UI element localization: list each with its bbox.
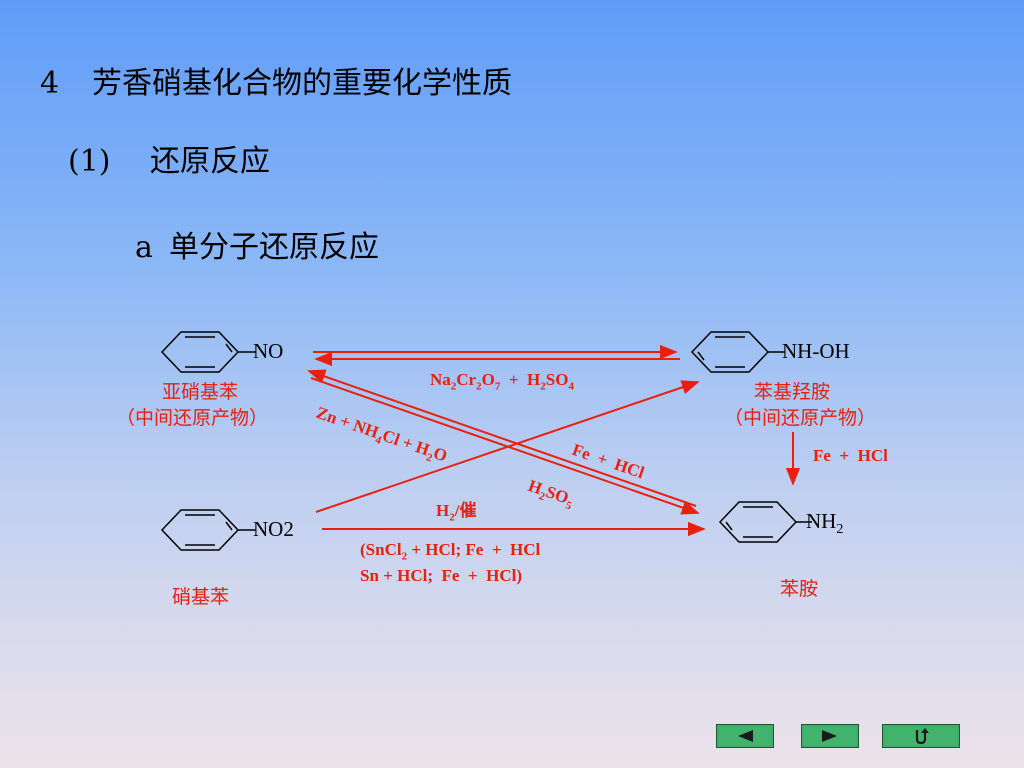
return-arrow-icon <box>915 728 929 745</box>
arrow-nitro-to-hydroxylamine <box>315 380 700 513</box>
condition-reductants-line2: Sn + HCl; Fe + HCl) <box>360 566 522 585</box>
subsection-title: (1) 还原反应 <box>68 136 270 180</box>
condition-reductants-line1: (SnCl2 + HCl; Fe + HCl <box>360 540 541 563</box>
nitrosobenzene-note: （中间还原产物） <box>116 407 269 429</box>
aniline-name: 苯胺 <box>780 578 819 600</box>
nitroso-group-label: NO <box>253 339 284 363</box>
benzene-ring-nitroso <box>160 331 256 373</box>
next-triangle-icon <box>822 730 837 742</box>
condition-fe-hcl-vertical: Fe + HCl <box>813 446 888 465</box>
benzene-ring-nitro <box>160 509 256 551</box>
hydroxylamine-group-label: NH-OH <box>782 339 850 363</box>
section-title-text: 芳香硝基化合物的重要化学性质 <box>92 66 512 101</box>
nitrobenzene-name: 硝基苯 <box>172 586 230 608</box>
amine-group-text: NH <box>806 509 837 533</box>
sub-subsection-letter: a <box>135 230 153 265</box>
subsection-title-text: 还原反应 <box>150 144 270 179</box>
arrow-aniline-to-nitroso <box>307 369 697 507</box>
prev-button[interactable] <box>716 724 774 748</box>
subsection-number: (1) <box>68 144 111 179</box>
phenylhydroxylamine-note: （中间还原产物） <box>724 407 877 429</box>
nitro-group-text: NO <box>253 517 284 541</box>
nitrosobenzene-name: 亚硝基苯 <box>162 381 239 403</box>
next-button[interactable] <box>801 724 859 748</box>
prev-triangle-icon <box>738 730 753 742</box>
sub-subsection-title-text: 单分子还原反应 <box>169 230 379 265</box>
amine-group-label: NH2 <box>806 509 843 538</box>
phenylhydroxylamine-name: 苯基羟胺 <box>754 381 831 403</box>
benzene-ring-hydroxylamine <box>690 331 785 373</box>
condition-h2-catalyst: H2/催 <box>436 501 477 524</box>
section-number: 4 <box>40 66 60 101</box>
arrow-nitroso-to-aniline <box>310 377 700 515</box>
benzene-ring-aniline <box>718 501 812 543</box>
sub-subsection-title: a 单分子还原反应 <box>135 222 379 266</box>
return-button[interactable] <box>882 724 960 748</box>
condition-na2cr2o7-h2so4: Na2Cr2O7 + H2SO4 <box>430 370 574 393</box>
nitro-group-subscript: 2 <box>283 517 294 541</box>
section-title: 4 芳香硝基化合物的重要化学性质 <box>40 58 512 102</box>
nitro-group-label: NO2 <box>253 517 294 542</box>
amine-group-subscript: 2 <box>836 522 844 538</box>
